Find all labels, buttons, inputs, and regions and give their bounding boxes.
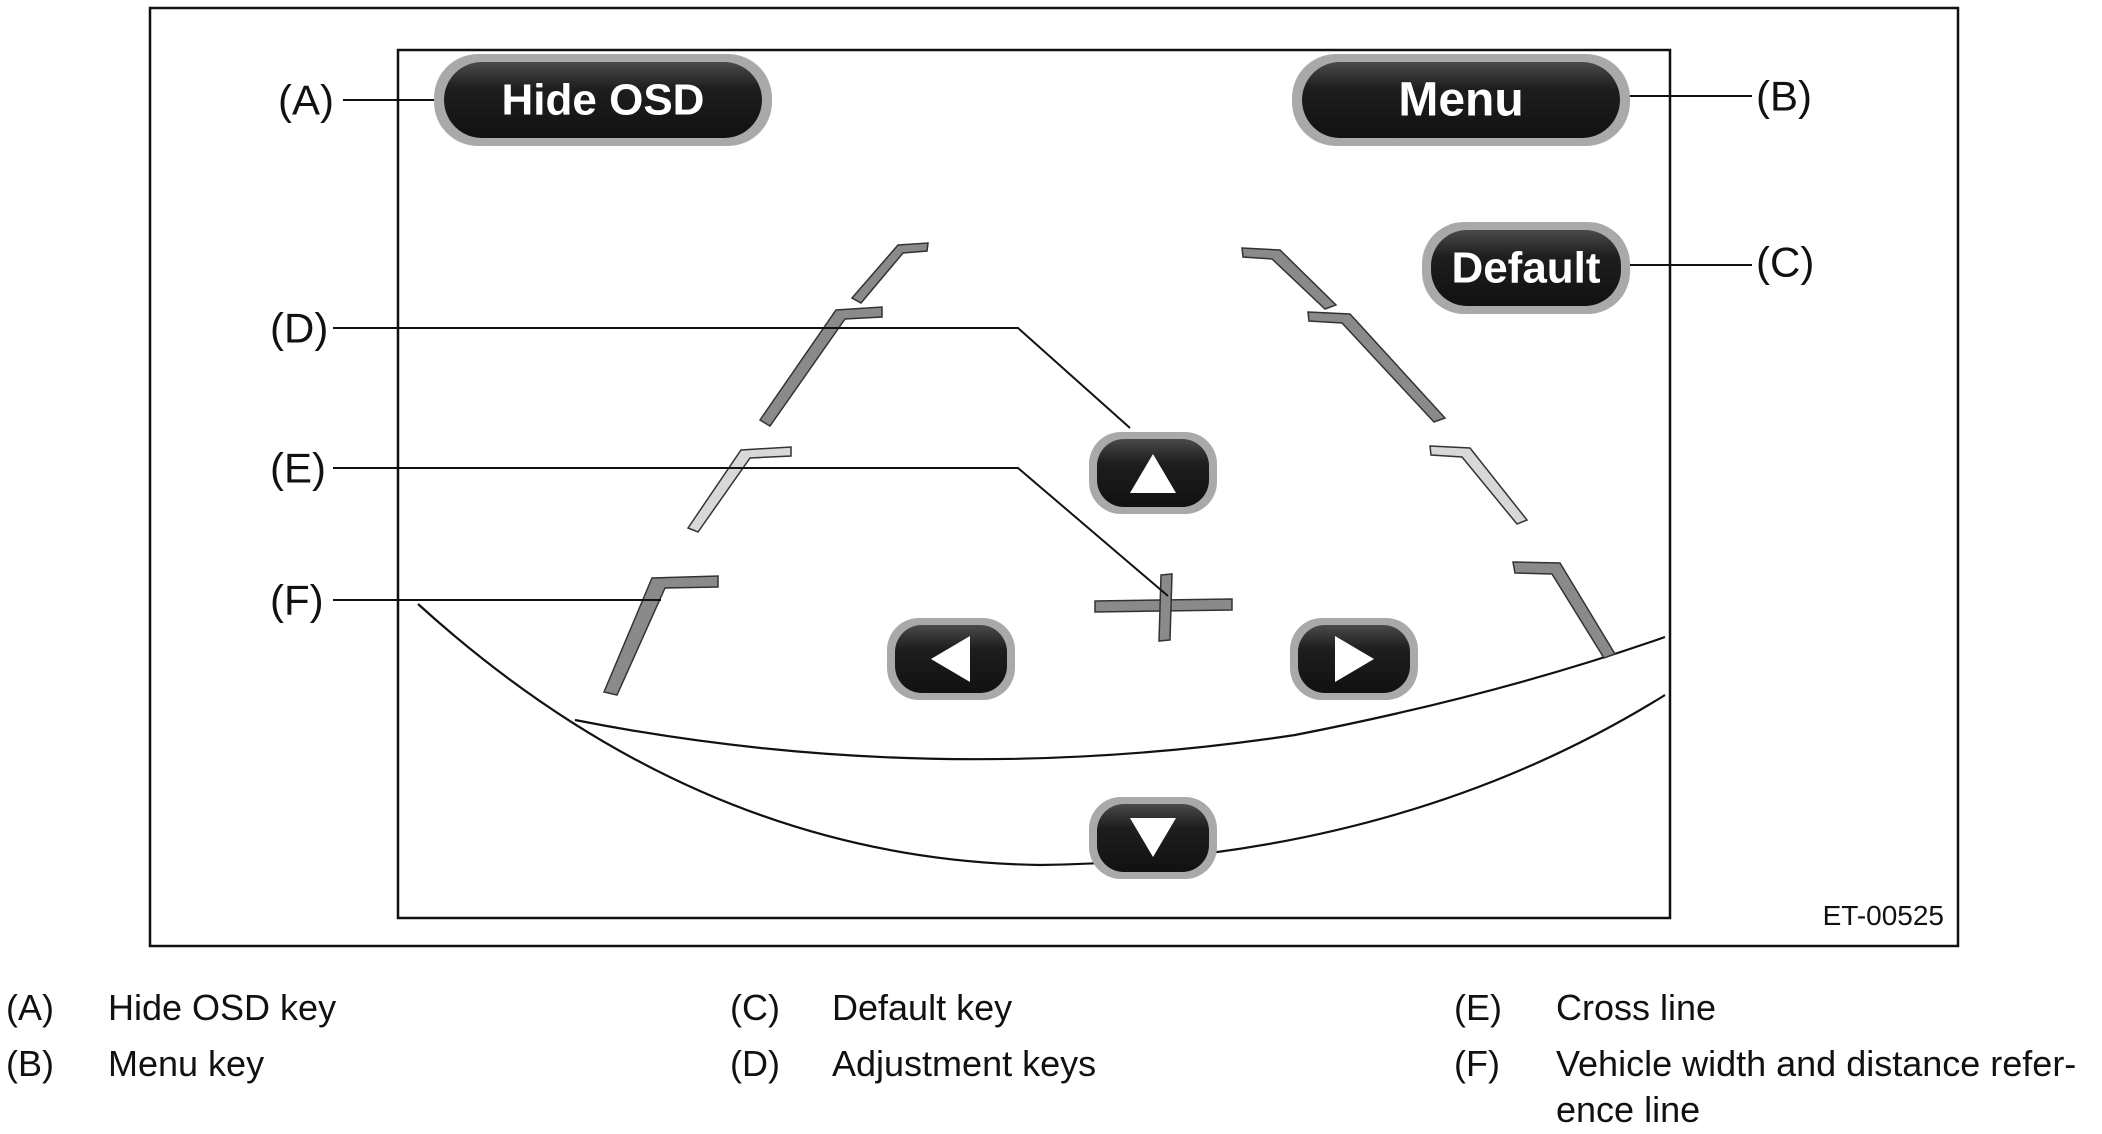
legend-key: (B) <box>6 1043 54 1084</box>
guide-segment-left-3 <box>686 446 792 533</box>
guide-segment-left-2 <box>758 306 883 428</box>
hide-osd-button[interactable]: Hide OSD <box>434 54 772 146</box>
legend-key: (F) <box>1454 1043 1500 1084</box>
hide-osd-label: Hide OSD <box>502 76 705 125</box>
legend-item-b: (B) Menu key <box>6 1041 606 1087</box>
legend-text: Hide OSD key <box>108 987 337 1028</box>
guide-segment-left-4 <box>602 575 719 696</box>
adjust-right-button[interactable] <box>1290 618 1418 700</box>
default-button[interactable]: Default <box>1422 222 1630 314</box>
cross-line[interactable] <box>1094 573 1233 642</box>
arrow-right-icon <box>1335 636 1374 682</box>
callout-f: (F) <box>270 577 324 624</box>
guide-segment-left-1 <box>850 242 929 304</box>
callout-d: (D) <box>270 305 328 352</box>
legend-item-f: (F) Vehicle width and distance refer- en… <box>1454 1041 2094 1133</box>
legend-key: (E) <box>1454 987 1502 1028</box>
callout-e: (E) <box>270 445 326 492</box>
legend-text: Default key <box>832 987 1013 1028</box>
legend-text: Cross line <box>1556 987 1717 1028</box>
guide-segment-right-3 <box>1429 445 1529 525</box>
legend-text: Adjustment keys <box>832 1043 1097 1084</box>
distance-curve-far <box>574 635 1666 761</box>
outer-frame <box>148 6 1960 948</box>
adjust-down-button[interactable] <box>1089 797 1217 879</box>
legend-key: (D) <box>730 1043 780 1084</box>
legend-text: Vehicle width and distance refer- ence l… <box>1556 1043 2077 1130</box>
arrow-down-icon <box>1130 818 1176 857</box>
distance-curve-near <box>417 603 1666 867</box>
callout-c: (C) <box>1756 239 1814 286</box>
legend-item-e: (E) Cross line <box>1454 985 2094 1031</box>
legend-key: (C) <box>730 987 780 1028</box>
menu-button[interactable]: Menu <box>1292 54 1630 146</box>
legend-item-d: (D) Adjustment keys <box>730 1041 1330 1087</box>
figure-code: ET-00525 <box>1823 900 1944 931</box>
legend-item-a: (A) Hide OSD key <box>6 985 606 1031</box>
callout-leaders <box>333 95 1752 601</box>
guide-segment-right-1 <box>1241 247 1338 310</box>
arrow-up-icon <box>1130 454 1176 493</box>
callout-b: (B) <box>1756 73 1812 120</box>
legend-text: Menu key <box>108 1043 265 1084</box>
display-screen <box>396 48 1672 920</box>
menu-label: Menu <box>1398 74 1523 127</box>
legend: (A) Hide OSD key (B) Menu key (C) Defaul… <box>0 985 2102 1134</box>
callout-a: (A) <box>278 77 334 124</box>
default-label: Default <box>1451 244 1600 293</box>
guide-segment-right-2 <box>1307 311 1447 423</box>
guide-segment-right-4 <box>1512 561 1617 659</box>
adjust-up-button[interactable] <box>1089 432 1217 514</box>
arrow-left-icon <box>931 636 970 682</box>
legend-key: (A) <box>6 987 54 1028</box>
adjust-left-button[interactable] <box>887 618 1015 700</box>
legend-item-c: (C) Default key <box>730 985 1330 1031</box>
